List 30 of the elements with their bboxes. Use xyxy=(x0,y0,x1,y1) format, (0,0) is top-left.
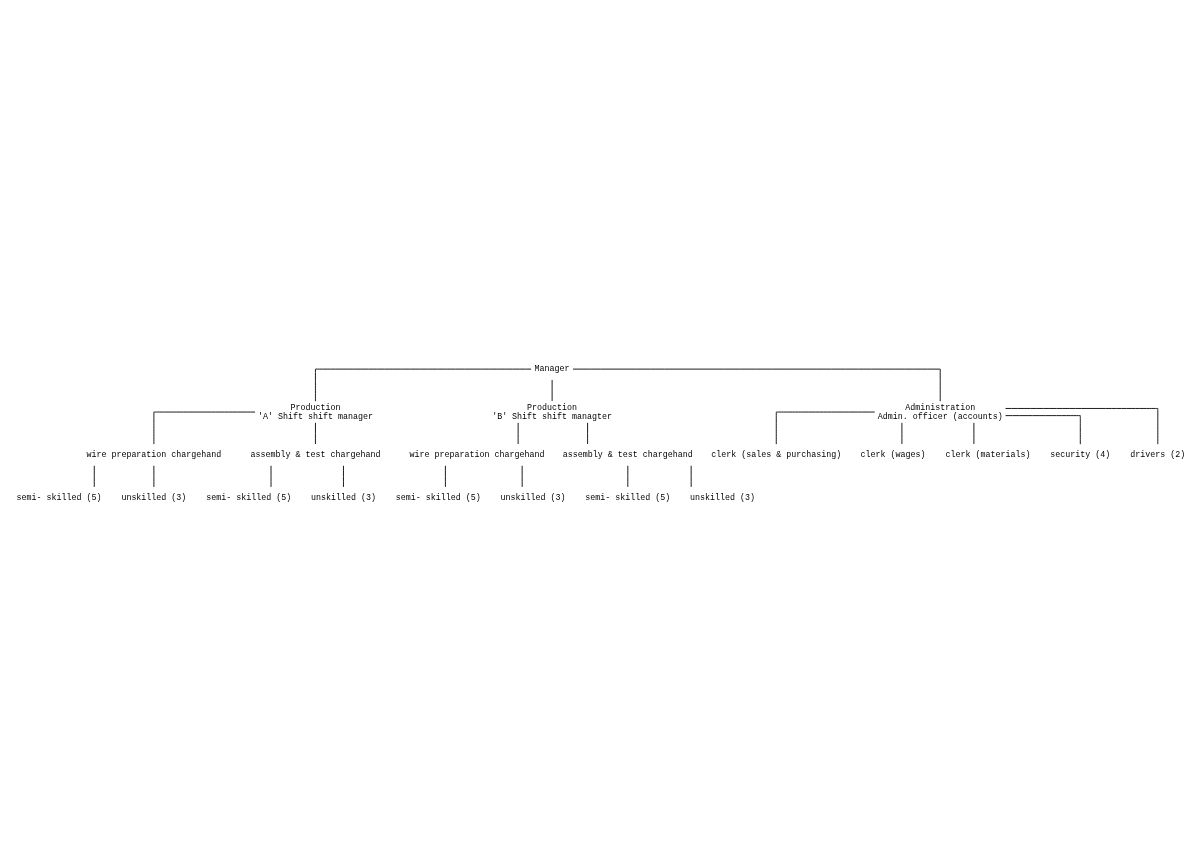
node-text: Manager xyxy=(534,364,570,375)
connector xyxy=(93,465,95,488)
connector xyxy=(1005,408,1159,445)
node-text: semi- skilled (5) xyxy=(206,493,292,504)
node-text: semi- skilled (5) xyxy=(395,493,481,504)
node-text: Administration Admin. officer (accounts) xyxy=(877,402,1003,422)
connector xyxy=(444,465,446,488)
connector xyxy=(315,422,316,445)
node-text: semi- skilled (5) xyxy=(16,493,102,504)
node-text: security (4) xyxy=(1050,450,1111,461)
node-text: semi- skilled (5) xyxy=(585,493,671,504)
node-text: unskilled (3) xyxy=(310,493,376,504)
node-text: clerk (wages) xyxy=(860,450,926,461)
node-text: assembly & test chargehand xyxy=(250,450,381,461)
node-text: unskilled (3) xyxy=(690,493,756,504)
connector xyxy=(343,465,344,488)
connector xyxy=(315,368,532,402)
node-text: Production 'B' Shift shift managter xyxy=(492,402,613,422)
connector xyxy=(1005,415,1081,445)
node-text: drivers (2) xyxy=(1130,450,1186,461)
node-text: unskilled (3) xyxy=(121,493,187,504)
node-text: wire preparation chargehand xyxy=(409,450,545,461)
node-text: clerk (materials) xyxy=(945,450,1031,461)
node-text: unskilled (3) xyxy=(500,493,566,504)
node-text: Production 'A' Shift shift manager xyxy=(257,402,373,422)
node-text: assembly & test chargehand xyxy=(562,450,693,461)
node-text: clerk (sales & purchasing) xyxy=(711,450,842,461)
connector xyxy=(775,411,876,445)
node-text: wire preparation chargehand xyxy=(86,450,222,461)
connector xyxy=(587,422,589,445)
